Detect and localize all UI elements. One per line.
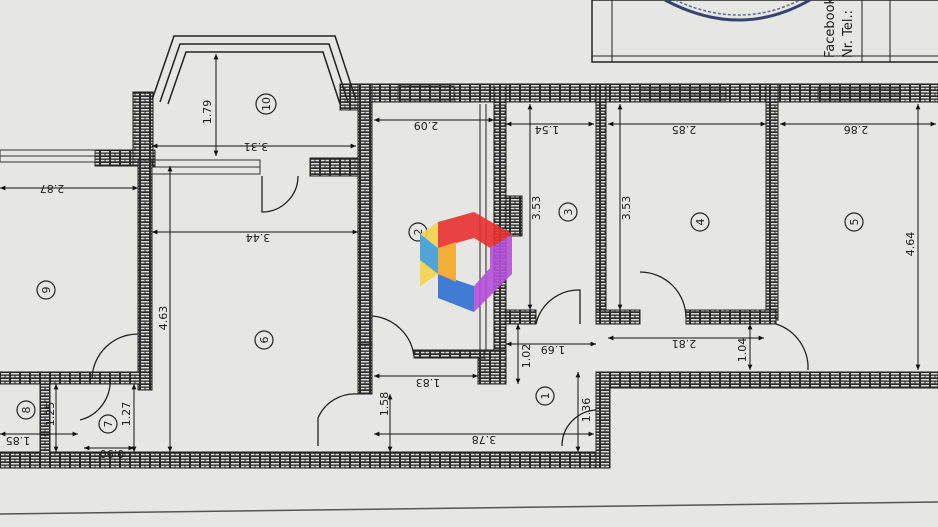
dim-1-36: 1.36: [580, 398, 593, 423]
logo-facet: [490, 234, 512, 274]
title-block: Facebook Nr. Tel.:: [591, 0, 938, 63]
svg-text:5: 5: [848, 219, 861, 226]
svg-text:9: 9: [40, 287, 53, 294]
svg-text:7: 7: [102, 421, 115, 428]
dim-4-63: 4.63: [157, 306, 170, 331]
logo-facet: [474, 212, 512, 248]
dim-1-25: 1.25: [44, 402, 57, 427]
room-6: 6: [254, 330, 274, 350]
dim-3-44: 3.44: [246, 231, 271, 244]
dim-2-86: 2.86: [844, 123, 869, 136]
dim-1-83: 1.83: [416, 376, 441, 389]
dim-1-69: 1.69: [541, 343, 566, 356]
logo-facet: [438, 212, 474, 248]
logo-facet: [438, 274, 474, 312]
room-5: 5: [844, 212, 864, 232]
room-10: 10: [255, 93, 277, 115]
dim-1-79: 1.79: [201, 100, 214, 125]
sheet-edge-line: [0, 501, 938, 515]
stamp-line-1: Facebook: [823, 0, 838, 58]
dim-4-64: 4.64: [904, 232, 917, 257]
dimension-labels: 1.79 3.31 2.09 1.54 2.85 2.86 2.87 3.44 …: [6, 100, 917, 460]
dim-1-54: 1.54: [535, 123, 560, 136]
dim-1-02: 1.02: [520, 344, 533, 369]
logo-facet: [438, 242, 456, 282]
dim-1-85: 1.85: [6, 434, 31, 447]
svg-text:8: 8: [20, 407, 33, 414]
room-8: 8: [16, 400, 36, 420]
dim-1-27: 1.27: [120, 402, 133, 427]
bay-window: [151, 35, 357, 105]
dim-1-58: 1.58: [378, 392, 391, 417]
logo-icon: [420, 212, 512, 312]
dim-2-87: 2.87: [40, 182, 65, 195]
svg-text:1: 1: [539, 393, 552, 400]
svg-text:6: 6: [258, 337, 271, 344]
dim-1-04: 1.04: [736, 338, 749, 363]
dim-0-90: 0.90: [100, 447, 125, 460]
svg-text:10: 10: [260, 97, 273, 111]
stamp-seal: [664, 0, 811, 22]
room-7: 7: [98, 414, 118, 434]
dimension-lines: [0, 54, 936, 452]
room-labels: 1 2 3 4 5 6 7 8: [16, 93, 864, 434]
dim-2-81: 2.81: [672, 337, 697, 350]
room-3: 3: [558, 202, 578, 222]
svg-text:3: 3: [562, 209, 575, 216]
doors: [79, 175, 809, 447]
room-1: 1: [535, 386, 555, 406]
dim-3-78: 3.78: [472, 433, 497, 446]
svg-text:2: 2: [412, 229, 425, 236]
stamp-line-2: Nr. Tel.:: [841, 10, 856, 58]
logo-facet: [474, 268, 512, 312]
dim-3-31: 3.31: [244, 140, 269, 153]
dim-3-53-b: 3.53: [620, 196, 633, 221]
svg-text:4: 4: [694, 219, 707, 226]
dim-2-09: 2.09: [414, 119, 439, 132]
walls: [0, 83, 938, 469]
dim-3-53-a: 3.53: [530, 196, 543, 221]
room-4: 4: [690, 212, 710, 232]
logo-facet: [420, 234, 438, 274]
room-9: 9: [36, 280, 56, 300]
dim-2-85: 2.85: [672, 123, 697, 136]
